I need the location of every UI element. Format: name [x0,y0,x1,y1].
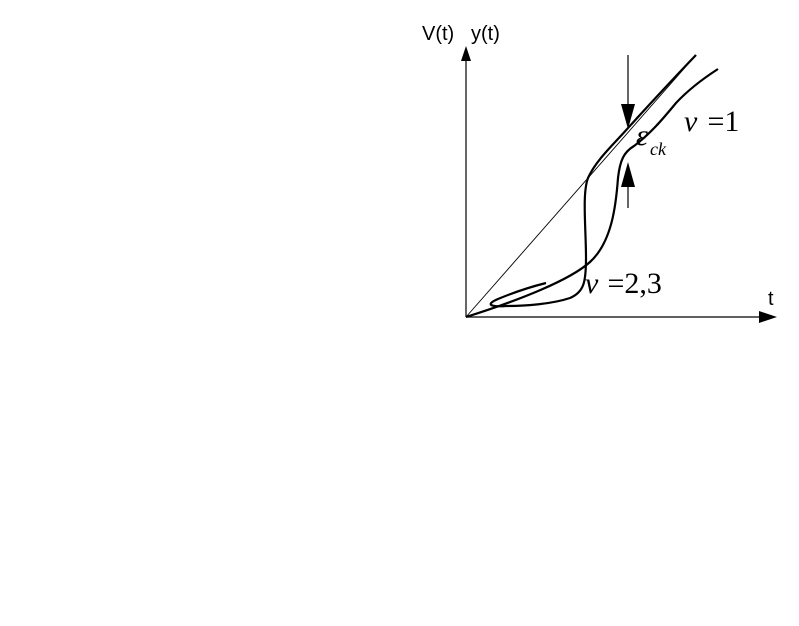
curve-nu-1-symbol: ν [684,105,698,138]
curve-nu-2-3-symbol: ν [585,267,599,300]
curve-nu-2-3-value: =2,3 [600,267,662,300]
reference-diagonal [465,54,697,318]
epsilon-symbol: ε [636,119,648,152]
x-axis-arrowhead [759,311,777,323]
y-axis-label-y: y(t) [471,23,500,45]
x-axis-label: t [768,288,774,310]
curve-nu-1 [465,68,719,319]
epsilon-arrow-top-head [621,104,635,129]
y-axis-label-v: V(t) [422,23,454,45]
epsilon-arrow-bottom-head [621,162,635,187]
curve-nu-1-value: =1 [700,105,739,138]
epsilon-subscript: ck [650,139,667,159]
y-axis-arrowhead [461,46,471,61]
